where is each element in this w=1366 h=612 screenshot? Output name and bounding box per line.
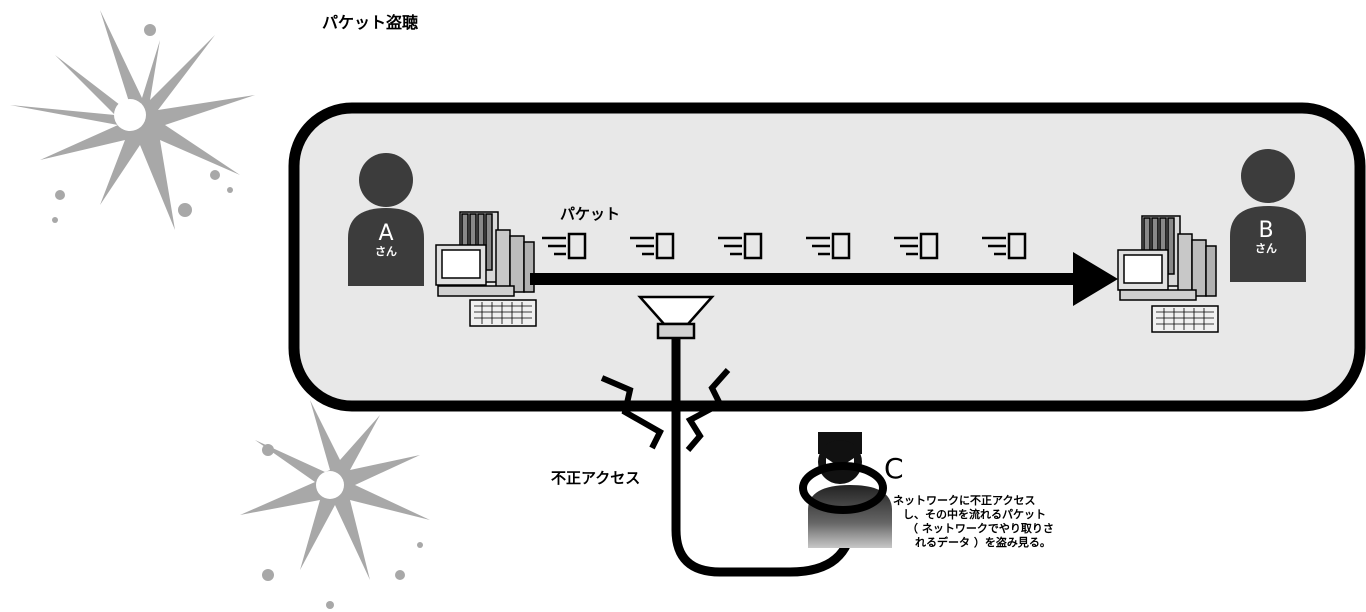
person-a-figure (348, 153, 424, 286)
transmission-arrow (530, 252, 1118, 306)
person-a-suffix: さん (375, 245, 397, 258)
packet-icon (718, 232, 763, 260)
person-a-letter: A (378, 221, 394, 246)
burst-top-left (10, 10, 255, 230)
person-a-label: A さん (356, 221, 416, 259)
unauthorized-access-label: 不正アクセス (551, 469, 641, 487)
packet-icon (806, 232, 851, 260)
attacker-description-line: （ ネットワークでやり取りさ (907, 522, 1054, 535)
packet-icon (542, 232, 587, 260)
break-marks (600, 368, 731, 452)
computer-a-icon (435, 211, 537, 327)
person-b-label: B さん (1236, 218, 1296, 256)
page-title: パケット盗聴 (322, 13, 419, 32)
person-b-figure (1230, 149, 1306, 282)
packet-icon (894, 232, 939, 260)
person-b-suffix: さん (1255, 242, 1277, 255)
attacker-letter: C (884, 452, 904, 485)
attacker-description-line: れるデータ ）を盗み見る。 (915, 536, 1051, 549)
packet-icon (630, 232, 675, 260)
attacker-description-line: し、その中を流れるパケット (903, 508, 1046, 521)
network-boundary (288, 102, 1366, 412)
packet-icon (982, 232, 1027, 260)
computer-b-icon (1117, 215, 1219, 333)
person-b-letter: B (1258, 218, 1274, 243)
packet-label: パケット (560, 205, 621, 223)
attacker-description-line: ネットワークに不正アクセス (893, 494, 1036, 507)
attacker-figure (799, 432, 892, 548)
burst-bottom (240, 400, 430, 609)
attacker-description: ネットワークに不正アクセス し、その中を流れるパケット （ ネットワークでやり取… (893, 494, 1054, 550)
packet-row (542, 232, 1027, 260)
